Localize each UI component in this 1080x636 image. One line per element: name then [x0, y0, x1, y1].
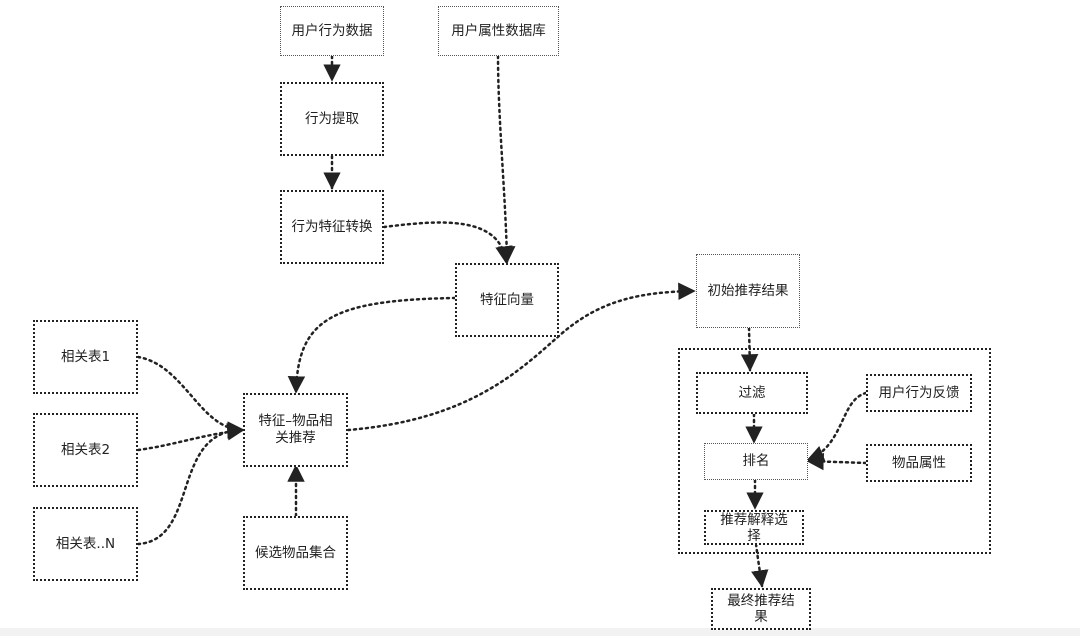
- arrow-attrdb-to-vector: [496, 54, 516, 264]
- node-rank-label: 排名: [742, 453, 770, 469]
- node-related-table-2-label: 相关表2: [60, 441, 111, 458]
- node-explain-select: 推荐解释选择: [704, 510, 804, 545]
- node-item-attributes-label: 物品属性: [892, 454, 946, 471]
- node-related-table-n-label: 相关表..N: [55, 535, 116, 552]
- node-rank: 排名: [704, 443, 808, 480]
- node-behavior-extract: 行为提取: [280, 82, 384, 156]
- arrow-table2-to-recommend: [136, 423, 245, 452]
- arrow-tablen-to-recommend: [136, 421, 245, 546]
- node-related-table-2: 相关表2: [33, 413, 138, 487]
- node-feature-item-recommend: 特征–物品相关推荐: [243, 393, 348, 467]
- node-filter-label: 过滤: [738, 384, 766, 401]
- node-filter: 过滤: [696, 372, 808, 414]
- arrow-itemattr-to-rank: [806, 452, 868, 471]
- node-user-feedback: 用户行为反馈: [866, 374, 972, 412]
- node-initial-result-label: 初始推荐结果: [707, 282, 789, 299]
- node-user-behavior-data: 用户行为数据: [280, 6, 384, 56]
- node-behavior-feature-transform-label: 行为特征转换: [291, 218, 373, 235]
- node-user-attr-db: 用户属性数据库: [438, 6, 559, 56]
- node-candidate-items: 候选物品集合: [243, 516, 348, 590]
- node-related-table-1-label: 相关表1: [60, 348, 111, 365]
- node-feature-item-recommend-label: 特征–物品相关推荐: [258, 413, 333, 446]
- node-user-attr-db-label: 用户属性数据库: [451, 22, 546, 39]
- post-processing-group: [678, 348, 991, 554]
- arrow-recommend-to-initial: [346, 282, 696, 432]
- node-behavior-extract-label: 行为提取: [305, 110, 359, 127]
- node-initial-result: 初始推荐结果: [696, 254, 800, 328]
- arrow-explain-to-final: [751, 542, 769, 588]
- arrow-vector-to-recommend: [287, 296, 457, 394]
- arrow-transform-to-vector: [382, 221, 513, 264]
- node-final-result: 最终推荐结果: [711, 588, 811, 630]
- bottom-bar: [0, 628, 1080, 636]
- node-explain-select-label: 推荐解释选择: [720, 511, 788, 544]
- arrow-table1-to-recommend: [136, 355, 245, 439]
- node-feature-vector: 特征向量: [455, 263, 559, 337]
- node-related-table-1: 相关表1: [33, 320, 138, 394]
- node-behavior-feature-transform: 行为特征转换: [280, 190, 384, 264]
- node-item-attributes: 物品属性: [866, 444, 972, 482]
- node-final-result-label: 最终推荐结果: [727, 593, 795, 625]
- node-user-behavior-data-label: 用户行为数据: [291, 22, 373, 39]
- node-user-feedback-label: 用户行为反馈: [878, 384, 960, 401]
- node-related-table-n: 相关表..N: [33, 507, 138, 581]
- node-feature-vector-label: 特征向量: [480, 291, 534, 308]
- node-candidate-items-label: 候选物品集合: [255, 544, 336, 561]
